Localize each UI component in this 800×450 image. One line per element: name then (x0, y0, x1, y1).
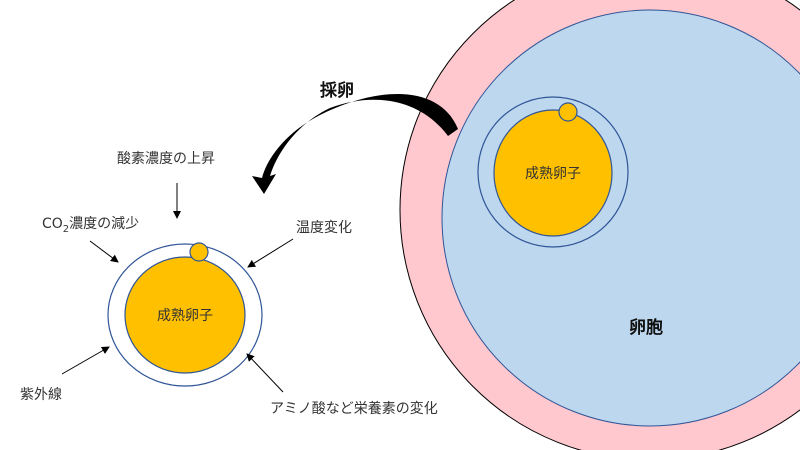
nutrients-label: アミノ酸など栄養素の変化 (270, 400, 438, 417)
co2-subscript: 2 (63, 224, 69, 235)
nutrients-arrow (246, 353, 284, 393)
polar-body-in-follicle (558, 102, 578, 122)
polar-body-outside (189, 242, 209, 262)
oxygen-label: 酸素濃度の上昇 (117, 151, 215, 167)
mature-egg-outside (124, 256, 246, 374)
mature-egg-in-follicle (493, 109, 613, 237)
follicle: 成熟卵子 卵胞 (399, 0, 800, 450)
uv-arrow (61, 346, 110, 375)
co2-suffix: 濃度の減少 (69, 215, 139, 232)
egg-outside-label: 成熟卵子 (157, 308, 213, 324)
egg-in-follicle-label: 成熟卵子 (525, 166, 581, 182)
zona-pellucida-in-follicle (477, 96, 629, 248)
co2-arrow (89, 240, 119, 263)
co2-label: CO2濃度の減少 (42, 215, 139, 235)
temperature-arrow (247, 238, 294, 268)
retrieved-egg: 成熟卵子 (107, 242, 263, 387)
follicle-label: 卵胞 (629, 317, 663, 338)
stress-arrows (61, 183, 294, 393)
retrieval-label: 採卵 (320, 80, 354, 101)
co2-prefix: CO (42, 216, 63, 232)
uv-label: 紫外線 (20, 387, 62, 403)
temperature-label: 温度変化 (296, 219, 352, 236)
retrieval-arrow: 採卵 (252, 80, 458, 194)
